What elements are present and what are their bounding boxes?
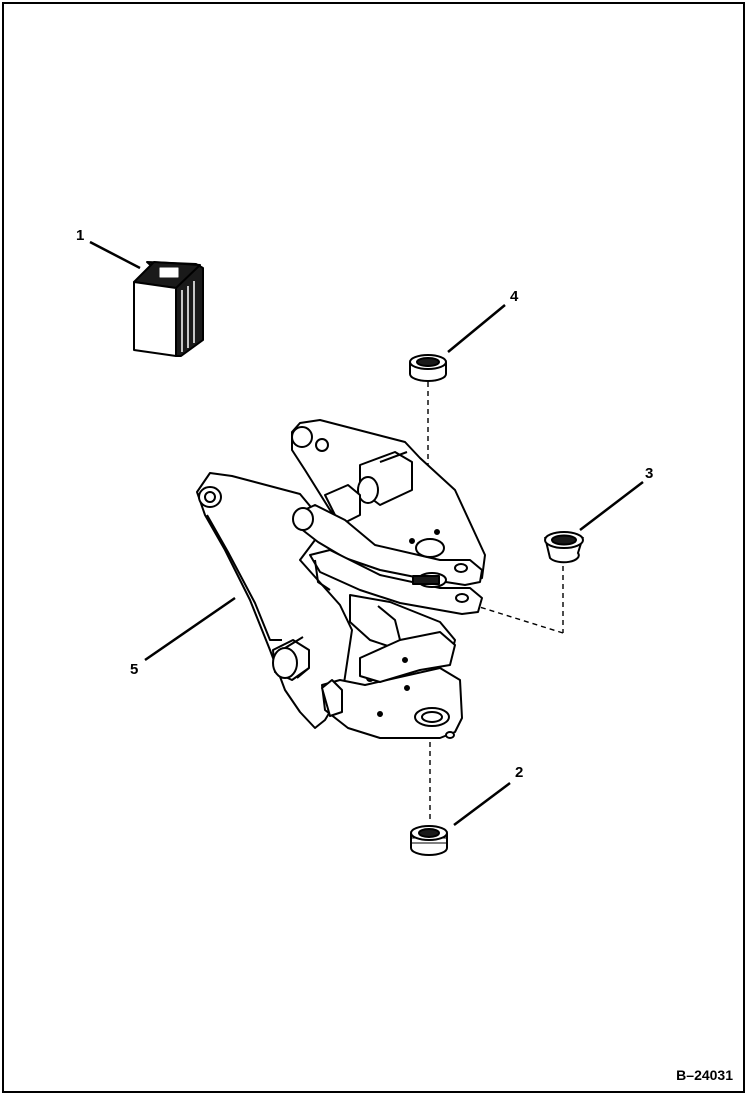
figure-reference: B–24031 [676,1067,733,1083]
part-3-bushing [544,531,584,564]
leader-4 [447,304,506,353]
callout-2: 2 [515,764,524,781]
part-1-decal [133,261,204,357]
callout-4: 4 [510,288,519,305]
leader-5 [144,596,236,662]
callout-1: 1 [76,227,85,244]
callout-5: 5 [130,661,139,678]
part-4-bushing [409,354,447,382]
leader-3 [579,481,644,531]
part-5-pivot-bracket [196,419,486,739]
leader-2 [453,782,511,826]
leader-1 [89,240,141,270]
callout-3: 3 [645,465,654,482]
leader-lines [89,240,644,826]
part-2-seal [410,825,448,856]
